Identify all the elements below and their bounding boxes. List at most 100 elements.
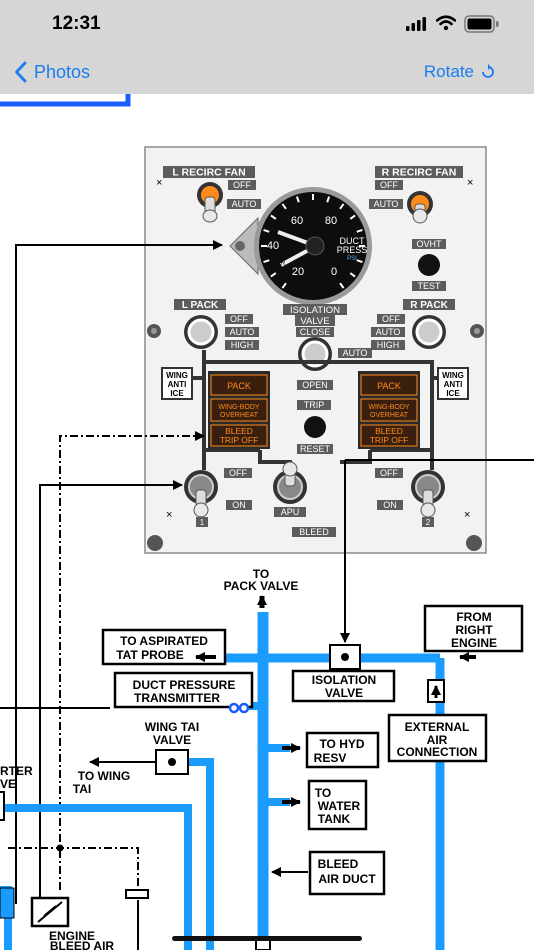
duct-pressure-label: TRANSMITTER: [134, 691, 220, 705]
from-right-engine-label: ENGINE: [451, 636, 497, 650]
external-air-box: [387, 713, 488, 763]
isolation-valve-label: ISOLATION: [290, 305, 340, 316]
from-right-engine-box: [423, 604, 524, 653]
gauge-unit: PSI: [347, 256, 357, 262]
status-time: 12:31: [52, 13, 101, 34]
pack-light: PACK: [377, 381, 401, 391]
to-water-tank-label: WATER: [318, 799, 361, 813]
label-off: OFF: [230, 314, 248, 324]
gauge-tick-mark: [263, 259, 270, 264]
panel-mark: ×: [156, 177, 162, 189]
isolation-valve-label: VALVE: [300, 316, 329, 327]
label-close: CLOSE: [300, 327, 331, 337]
bleed-air-duct-box: [308, 850, 386, 896]
bleed-air-diagram: × × × × L RECIRC FAN OFF AUTO R RECIRC F…: [0, 94, 534, 950]
gauge-tick-mark: [349, 214, 356, 220]
to-wing-tai-label: TAI: [73, 782, 91, 796]
nav-bar: Photos Rotate: [0, 50, 534, 94]
panel-mark: ×: [464, 509, 470, 521]
to-water-tank-box: [307, 779, 368, 831]
annunciator-group-left: PACK WING-BODY OVERHEAT BLEED TRIP OFF: [208, 371, 270, 449]
label-auto: AUTO: [232, 199, 257, 209]
duct-pressure-label: DUCT PRESSURE: [133, 678, 236, 692]
label-auto: AUTO: [374, 199, 399, 209]
bleed-trip-light: TRIP OFF: [220, 435, 259, 445]
label-off: OFF: [382, 314, 400, 324]
to-hyd-resv-box: [305, 731, 380, 769]
l-pack-label: L PACK: [182, 300, 219, 311]
wing-anti-ice-left: [161, 367, 193, 400]
from-right-engine-label: RIGHT: [455, 623, 493, 637]
bleed-trip-light: BLEED: [225, 426, 253, 436]
starter-valve-label: RTER: [0, 764, 33, 778]
engine-2-bleed-switch[interactable]: [411, 470, 445, 518]
gauge-tick-mark: [281, 282, 287, 289]
engine-1-bleed-switch[interactable]: [184, 470, 218, 518]
wing-anti-ice-right: [437, 367, 469, 400]
to-hyd-resv-label: TO HYD: [319, 737, 364, 751]
blue-frame-edge: [0, 94, 131, 107]
to-aspirated-label: TO ASPIRATED: [120, 634, 208, 648]
label-plate: [163, 166, 255, 178]
panel-screws: [147, 324, 484, 551]
photo-viewer[interactable]: × × × × L RECIRC FAN OFF AUTO R RECIRC F…: [0, 94, 534, 950]
battery-icon: [464, 15, 499, 33]
r-pack-switch[interactable]: [412, 315, 446, 349]
starter-valve-label: VE: [0, 777, 16, 791]
to-wing-tai-label: TO WING: [78, 769, 130, 783]
back-button[interactable]: Photos: [14, 58, 90, 86]
ovht-test-button[interactable]: [418, 254, 440, 276]
dashed-line: [8, 847, 139, 890]
label-on: ON: [383, 500, 397, 510]
label-off: OFF: [233, 180, 251, 190]
wing-tai-valve-label: VALVE: [153, 733, 191, 747]
isolation-valve-text: VALVE: [325, 686, 363, 700]
rotate-label: Rotate: [423, 62, 474, 81]
apu-bleed-switch[interactable]: [273, 461, 307, 504]
bleed-trip-light: TRIP OFF: [370, 435, 409, 445]
bleed-label: BLEED: [299, 527, 329, 537]
isolation-valve-switch[interactable]: [298, 337, 332, 371]
rotate-button[interactable]: Rotate: [424, 58, 496, 86]
l-pack-switch[interactable]: [184, 315, 218, 349]
l-recirc-fan-switch[interactable]: [197, 182, 223, 223]
gauge-title: PRESS: [337, 245, 368, 255]
needle-label: R: [281, 261, 286, 267]
wing-label: ANTI: [168, 380, 187, 389]
label-off: OFF: [380, 180, 398, 190]
wifi-icon: [436, 15, 456, 31]
wing-label: ICE: [446, 389, 460, 398]
bleed-trip-light: BLEED: [375, 426, 403, 436]
engine-number: 2: [426, 518, 431, 527]
gauge-title: DUCT: [340, 236, 365, 246]
duct-press-gauge: 60 80 40 20 0 DUCT PRESS PSI L R: [229, 187, 372, 305]
gauge-tick-mark: [263, 228, 270, 233]
r-recirc-fan-switch[interactable]: [407, 191, 433, 224]
trip-reset-button[interactable]: [304, 416, 326, 438]
gauge-tick-mark: [349, 272, 356, 278]
status-bar: 12:31: [0, 0, 534, 50]
isolation-valve-box: [291, 669, 396, 703]
label-auto: AUTO: [230, 327, 255, 337]
back-label: Photos: [34, 61, 91, 82]
external-air-label: EXTERNAL: [405, 720, 470, 734]
bleed-air-duct-label: BLEED: [318, 857, 359, 871]
gauge-tick-mark: [270, 214, 277, 220]
gauge-tick-mark: [326, 196, 331, 203]
label-off: OFF: [380, 468, 398, 478]
ovht-label: OVHT: [416, 239, 442, 249]
panel-mark: ×: [166, 509, 172, 521]
to-pack-valve-label: PACK VALVE: [224, 579, 299, 593]
wing-label: WING: [166, 371, 188, 380]
external-air-label: CONNECTION: [397, 745, 478, 759]
bleed-air-duct-label: AIR DUCT: [318, 872, 376, 886]
panel-mark: ×: [467, 177, 473, 189]
r-recirc-fan-label: R RECIRC FAN: [382, 167, 457, 179]
r-pack-label: R PACK: [410, 300, 448, 311]
gauge-tick-mark: [281, 203, 287, 210]
gauge-tick-mark: [339, 203, 345, 210]
rotate-icon: [482, 64, 494, 78]
gauge-tick-mark: [356, 259, 363, 264]
label-high: HIGH: [377, 340, 400, 350]
wing-tai-valve-label: WING TAI: [145, 720, 199, 734]
